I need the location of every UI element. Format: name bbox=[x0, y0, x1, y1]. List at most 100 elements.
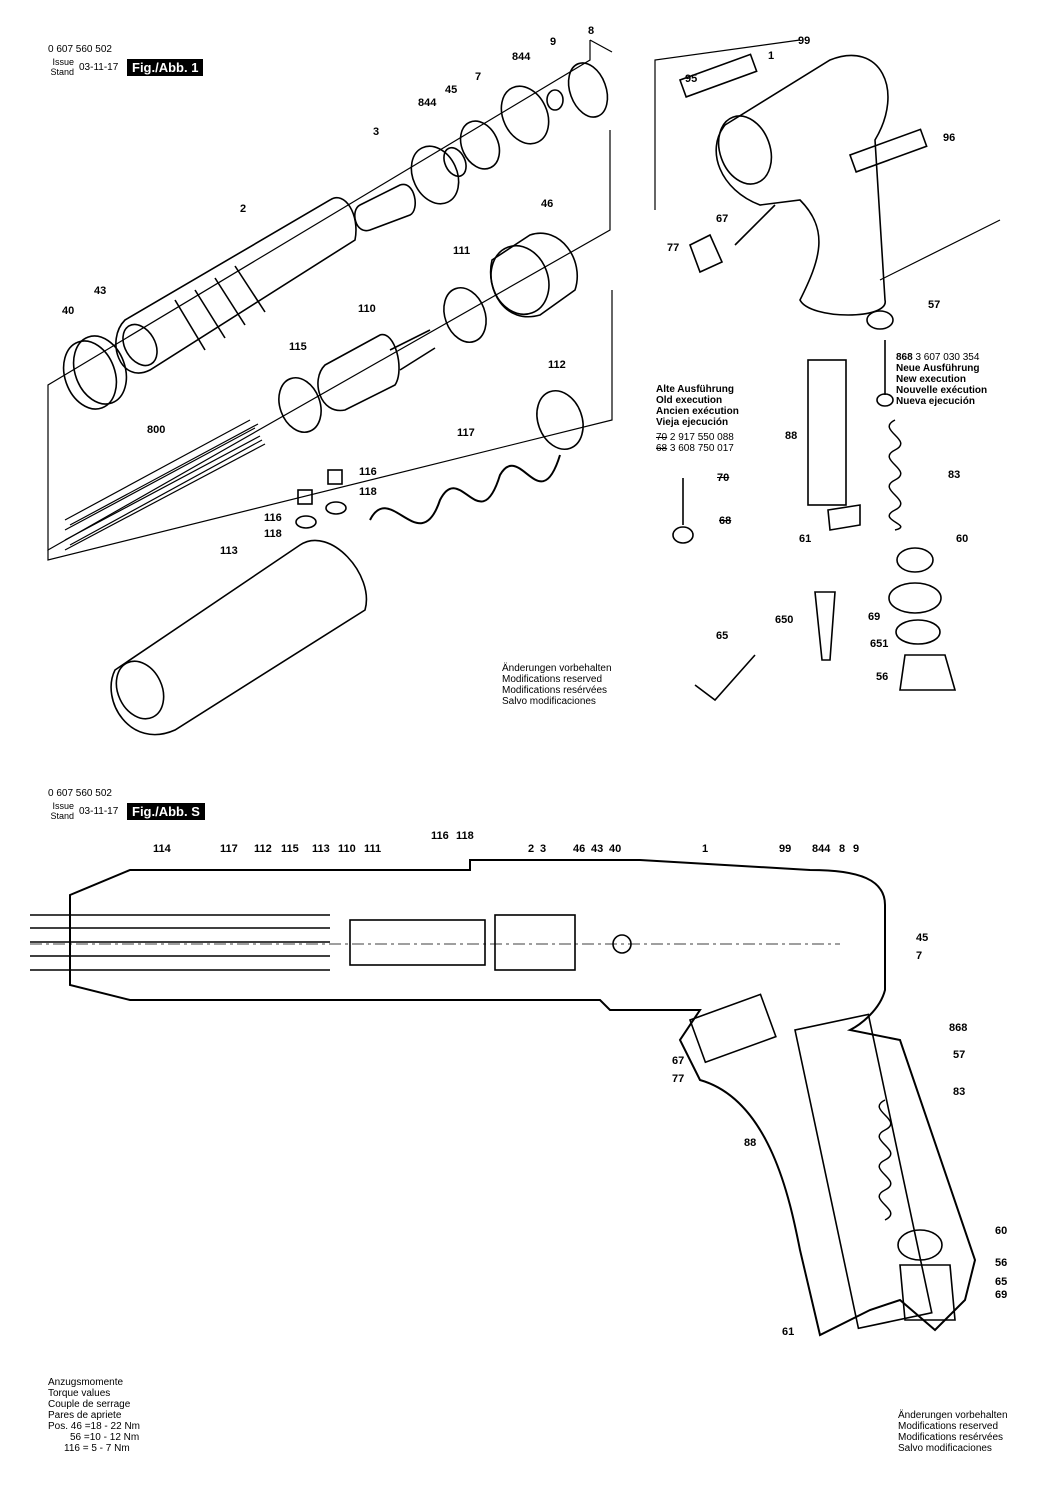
torque-value: Pos. 46 =18 - 22 Nm bbox=[48, 1421, 140, 1432]
callout: 868 bbox=[949, 1022, 968, 1034]
callout: 88 bbox=[785, 430, 798, 442]
callout: 67 bbox=[716, 213, 729, 225]
callout: 110 bbox=[358, 303, 376, 315]
callout: 114 bbox=[153, 843, 171, 855]
callout: 45 bbox=[916, 932, 929, 944]
callout: 118 bbox=[264, 528, 282, 540]
callout: 95 bbox=[685, 73, 698, 85]
callout: 60 bbox=[956, 533, 969, 545]
figS-issue-stand: Issue Stand bbox=[40, 801, 74, 821]
callout: 111 bbox=[364, 843, 382, 855]
callout: 69 bbox=[995, 1289, 1008, 1301]
callout: 118 bbox=[456, 830, 474, 842]
fig1-issue-label: Issue bbox=[52, 57, 74, 67]
callout: 844 bbox=[512, 51, 531, 63]
new-execution-line: New execution bbox=[896, 374, 967, 385]
torque-line: Couple de serrage bbox=[48, 1399, 131, 1410]
callout: 111 bbox=[453, 245, 471, 257]
torque-line: Pares de apriete bbox=[48, 1410, 122, 1421]
callout: 118 bbox=[359, 486, 377, 498]
callout: 3 bbox=[540, 843, 547, 855]
callout: 110 bbox=[338, 843, 356, 855]
changes-line: Salvo modificaciones bbox=[898, 1443, 992, 1454]
fig1-issue-stand: Issue Stand bbox=[40, 57, 74, 77]
changes-line: Modifications resérvées bbox=[898, 1432, 1004, 1443]
torque-values: Anzugsmomente Torque values Couple de se… bbox=[48, 1377, 140, 1454]
old-part-number: 3 608 750 017 bbox=[669, 443, 734, 454]
callout: 60 bbox=[995, 1225, 1008, 1237]
old-execution-line: Old execution bbox=[656, 395, 723, 406]
callout: 65 bbox=[716, 630, 729, 642]
changes-reserved-top: Änderungen vorbehalten Modifications res… bbox=[502, 663, 612, 707]
figS-issue-date: 03-11-17 bbox=[79, 806, 119, 817]
new-execution-line: Neue Ausführung bbox=[896, 363, 980, 374]
callout: 7 bbox=[475, 71, 482, 83]
torque-value: 116 = 5 - 7 Nm bbox=[64, 1443, 130, 1454]
callout-struck: 70 bbox=[717, 472, 730, 484]
callout: 115 bbox=[281, 843, 299, 855]
callout: 116 bbox=[359, 466, 377, 478]
callout: 117 bbox=[457, 427, 475, 439]
changes-line: Änderungen vorbehalten bbox=[898, 1410, 1008, 1421]
callout: 77 bbox=[667, 242, 680, 254]
old-part-number: 2 917 550 088 bbox=[669, 432, 734, 443]
callout: 3 bbox=[373, 126, 380, 138]
callout: 650 bbox=[775, 614, 794, 626]
callout: 113 bbox=[220, 545, 238, 557]
changes-line: Änderungen vorbehalten bbox=[502, 663, 612, 674]
callout: 8 bbox=[588, 25, 595, 37]
new-part-number: 3 607 030 354 bbox=[915, 352, 980, 363]
callout: 8 bbox=[839, 843, 846, 855]
callout: 113 bbox=[312, 843, 330, 855]
callout: 1 bbox=[768, 50, 775, 62]
callout: 56 bbox=[876, 671, 889, 683]
fig1-part-number: 0 607 560 502 bbox=[48, 44, 112, 55]
fig1-label: Fig./Abb. 1 bbox=[127, 59, 204, 76]
torque-value: 56 =10 - 12 Nm bbox=[70, 1432, 140, 1443]
changes-line: Modifications resérvées bbox=[502, 685, 608, 696]
changes-line: Modifications reserved bbox=[898, 1421, 999, 1432]
callout: 2 bbox=[528, 843, 535, 855]
callout: 88 bbox=[744, 1137, 757, 1149]
new-part-pos: 868 bbox=[896, 352, 913, 363]
callout: 99 bbox=[779, 843, 792, 855]
fig1-stand-label: Stand bbox=[50, 67, 74, 77]
callout: 69 bbox=[868, 611, 881, 623]
new-execution-line: Nueva ejecución bbox=[896, 396, 975, 407]
callout: 67 bbox=[672, 1055, 685, 1067]
callout: 651 bbox=[870, 638, 889, 650]
callout: 2 bbox=[240, 203, 247, 215]
callout: 40 bbox=[609, 843, 622, 855]
callout: 115 bbox=[289, 341, 307, 353]
callout: 40 bbox=[62, 305, 75, 317]
callout: 117 bbox=[220, 843, 238, 855]
callout-struck: 68 bbox=[719, 515, 732, 527]
callout: 844 bbox=[812, 843, 831, 855]
callout: 112 bbox=[254, 843, 272, 855]
callout: 43 bbox=[94, 285, 107, 297]
callout: 61 bbox=[782, 1326, 795, 1338]
callout: 9 bbox=[853, 843, 860, 855]
callout: 99 bbox=[798, 35, 811, 47]
callout: 61 bbox=[799, 533, 812, 545]
figS-stand-label: Stand bbox=[50, 811, 74, 821]
callout: 77 bbox=[672, 1073, 685, 1085]
old-execution-note: Alte Ausführung Old execution Ancien exé… bbox=[656, 384, 739, 428]
callout: 46 bbox=[573, 843, 586, 855]
callout: 844 bbox=[418, 97, 437, 109]
callout: 116 bbox=[264, 512, 282, 524]
callout: 45 bbox=[445, 84, 458, 96]
old-execution-line: Vieja ejecución bbox=[656, 417, 729, 428]
callout: 7 bbox=[916, 950, 923, 962]
new-execution-note: 868 3 607 030 354 Neue Ausführung New ex… bbox=[896, 352, 987, 407]
callout: 83 bbox=[953, 1086, 966, 1098]
changes-reserved-bottom: Änderungen vorbehalten Modifications res… bbox=[898, 1410, 1008, 1454]
changes-line: Modifications reserved bbox=[502, 674, 603, 685]
torque-line: Torque values bbox=[48, 1388, 111, 1399]
figS-issue-label: Issue bbox=[52, 801, 74, 811]
figS-part-number: 0 607 560 502 bbox=[48, 788, 112, 799]
callout: 83 bbox=[948, 469, 961, 481]
old-part-pos: 70 bbox=[656, 432, 668, 443]
torque-line: Anzugsmomente bbox=[48, 1377, 124, 1388]
